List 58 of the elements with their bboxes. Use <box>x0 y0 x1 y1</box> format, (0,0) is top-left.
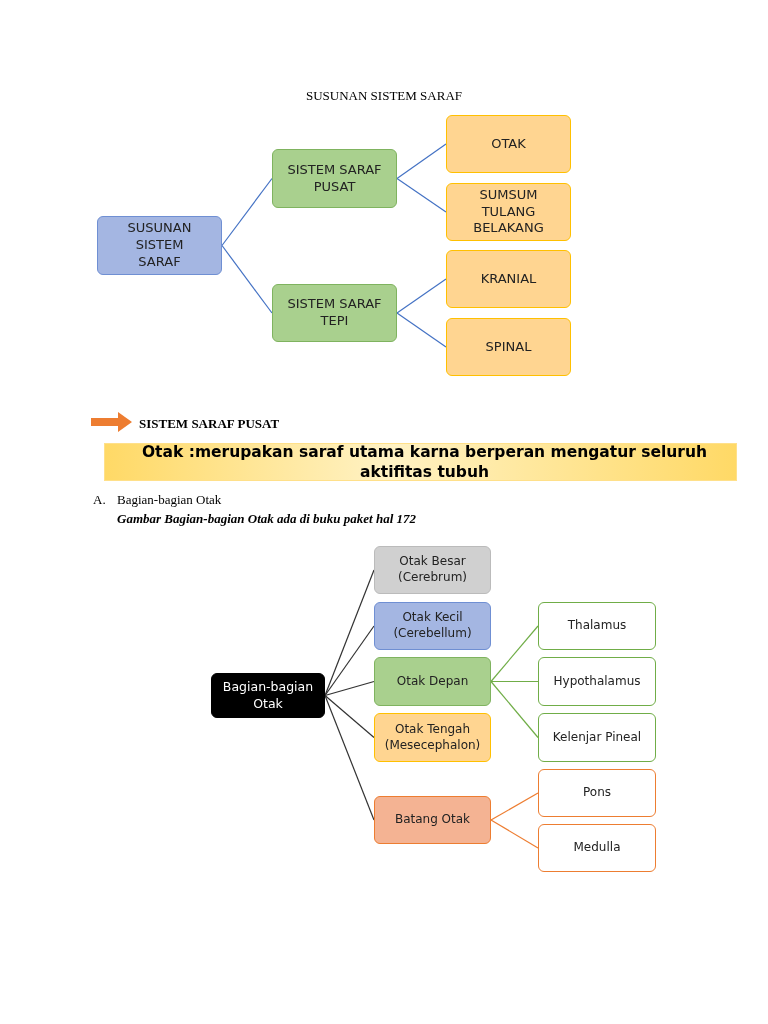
connector-line <box>324 694 375 821</box>
node-label: Kelenjar Pineal <box>552 729 642 746</box>
node-box <box>538 769 656 817</box>
connector-line <box>490 819 539 849</box>
node-box <box>97 216 222 275</box>
node-label: Otak Besar (Cerebrum) <box>397 554 468 586</box>
node-label: Otak Depan <box>396 673 469 690</box>
node-label: Medulla <box>573 840 621 856</box>
list-item-text: Bagian-bagian Otak <box>117 492 222 508</box>
node-box <box>446 115 571 173</box>
node-box <box>374 796 491 844</box>
diagram-title: SUSUNAN SISTEM SARAF <box>304 88 463 104</box>
node-box <box>374 657 491 706</box>
connector-line <box>324 680 375 697</box>
note-text: Gambar Bagian-bagian Otak ada di buku paket hal 172 <box>117 511 417 527</box>
node-label: Bagian-bagian Otak <box>221 679 315 712</box>
node-box <box>446 318 571 376</box>
connector-line <box>396 312 447 348</box>
node-box <box>211 673 325 718</box>
node-label: SUMSUM TULANG BELAKANG <box>472 186 545 238</box>
node-label: Thalamus <box>567 618 627 634</box>
node-label: SISTEM SARAF PUSAT <box>286 161 383 196</box>
connector-line <box>490 680 539 739</box>
connector-line <box>396 278 447 314</box>
connector-line <box>490 625 539 683</box>
node-label: Otak Kecil (Cerebellum) <box>392 610 473 642</box>
node-box <box>538 657 656 706</box>
node-label: Batang Otak <box>394 812 471 828</box>
node-box <box>446 183 571 241</box>
node-label: Otak :merupakan saraf utama karna berperan mengatur seluruh aktifitas tubuh <box>140 441 709 483</box>
connector-line <box>490 792 539 821</box>
node-box <box>538 824 656 872</box>
connector-line <box>221 177 273 247</box>
node-label: SPINAL <box>485 338 532 356</box>
connector-line <box>396 143 447 180</box>
node-label: Hypothalamus <box>553 673 641 690</box>
node-label: KRANIAL <box>480 270 537 288</box>
connector-line <box>324 694 375 739</box>
node-box <box>374 602 491 650</box>
connector-line <box>221 244 273 314</box>
node-label: Pons <box>583 785 611 801</box>
node-label: OTAK <box>491 135 526 153</box>
node-label: Otak Tengah (Mesecephalon) <box>383 721 482 754</box>
section-heading: SISTEM SARAF PUSAT <box>139 416 280 432</box>
connector-line <box>396 177 447 213</box>
node-box <box>374 546 491 594</box>
list-marker: A. <box>93 492 106 508</box>
node-box <box>446 250 571 308</box>
connector-line <box>490 680 539 683</box>
node-box <box>538 713 656 762</box>
node-box <box>538 602 656 650</box>
highlight-band <box>104 443 737 481</box>
node-label: SUSUNAN SISTEM SARAF <box>126 220 193 271</box>
node-box <box>272 149 397 208</box>
node-box <box>272 284 397 342</box>
node-box <box>374 713 491 762</box>
node-label: SISTEM SARAF TEPI <box>286 296 383 330</box>
connector-line <box>324 625 375 697</box>
